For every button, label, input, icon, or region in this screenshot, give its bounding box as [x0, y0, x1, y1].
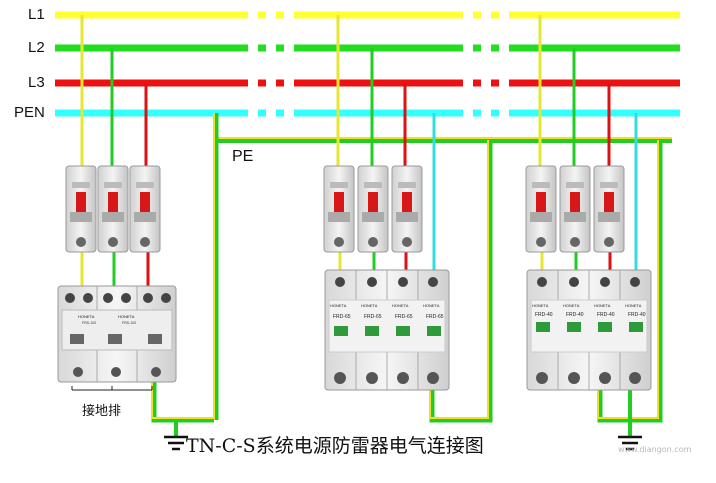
watermark: www.diangon.com — [618, 445, 692, 454]
spd-brand: HONETA — [594, 303, 611, 308]
spd-model: FRD-40 — [566, 312, 584, 318]
circuit-breakers-group-3 — [525, 165, 625, 253]
ground-icon — [164, 435, 188, 451]
spd-model: FRD-65 — [364, 314, 382, 320]
label-l2: L2 — [28, 39, 45, 56]
spd-brand: HONETA — [361, 303, 378, 308]
label-pe: PE — [232, 148, 254, 165]
surge-protector-group-3: HONETA HONETA HONETA HONETA FRD-40 FRD-4… — [526, 269, 652, 391]
spd-brand: HONETA — [563, 303, 580, 308]
bus-pe — [213, 113, 672, 420]
earth-bar-label: 接地排 — [82, 404, 122, 419]
spd-brand: HONETA — [118, 314, 135, 319]
label-l1: L1 — [28, 6, 45, 23]
earth-wires — [151, 140, 663, 436]
spd-model: FRD-100 — [122, 321, 136, 325]
spd-brand: HONETA — [423, 303, 440, 308]
spd-model: FRD-40 — [628, 312, 646, 318]
spd-brand: HONETA — [532, 303, 549, 308]
ground-icon — [618, 435, 642, 451]
spd-model: FRD-65 — [395, 314, 413, 320]
spd-brand: HONETA — [330, 303, 347, 308]
spd-model: FRD-65 — [426, 314, 444, 320]
drops-group-3 — [538, 15, 638, 275]
spd-brand: HONETA — [625, 303, 642, 308]
label-pen: PEN — [14, 104, 45, 121]
spd-model: FRD-40 — [535, 312, 553, 318]
label-l3: L3 — [28, 74, 45, 91]
drops-group-1 — [80, 15, 150, 290]
spd-model: FRD-40 — [597, 312, 615, 318]
circuit-breakers-group-2 — [323, 165, 423, 253]
surge-protector-group-2: HONETA HONETA HONETA HONETA FRD-65 FRD-6… — [324, 269, 450, 391]
spd-brand: HONETA — [392, 303, 409, 308]
spd-model: FRD-65 — [333, 314, 351, 320]
earth-bar-bracket — [71, 386, 153, 391]
circuit-breakers-group-1 — [65, 165, 161, 253]
surge-protector-group-1: HONETA HONETA FRD-100 FRD-100 — [57, 285, 177, 383]
diagram-caption: TN-C-S系统电源防雷器电气连接图 — [186, 435, 484, 457]
spd-brand: HONETA — [78, 314, 95, 319]
spd-model: FRD-100 — [82, 321, 96, 325]
